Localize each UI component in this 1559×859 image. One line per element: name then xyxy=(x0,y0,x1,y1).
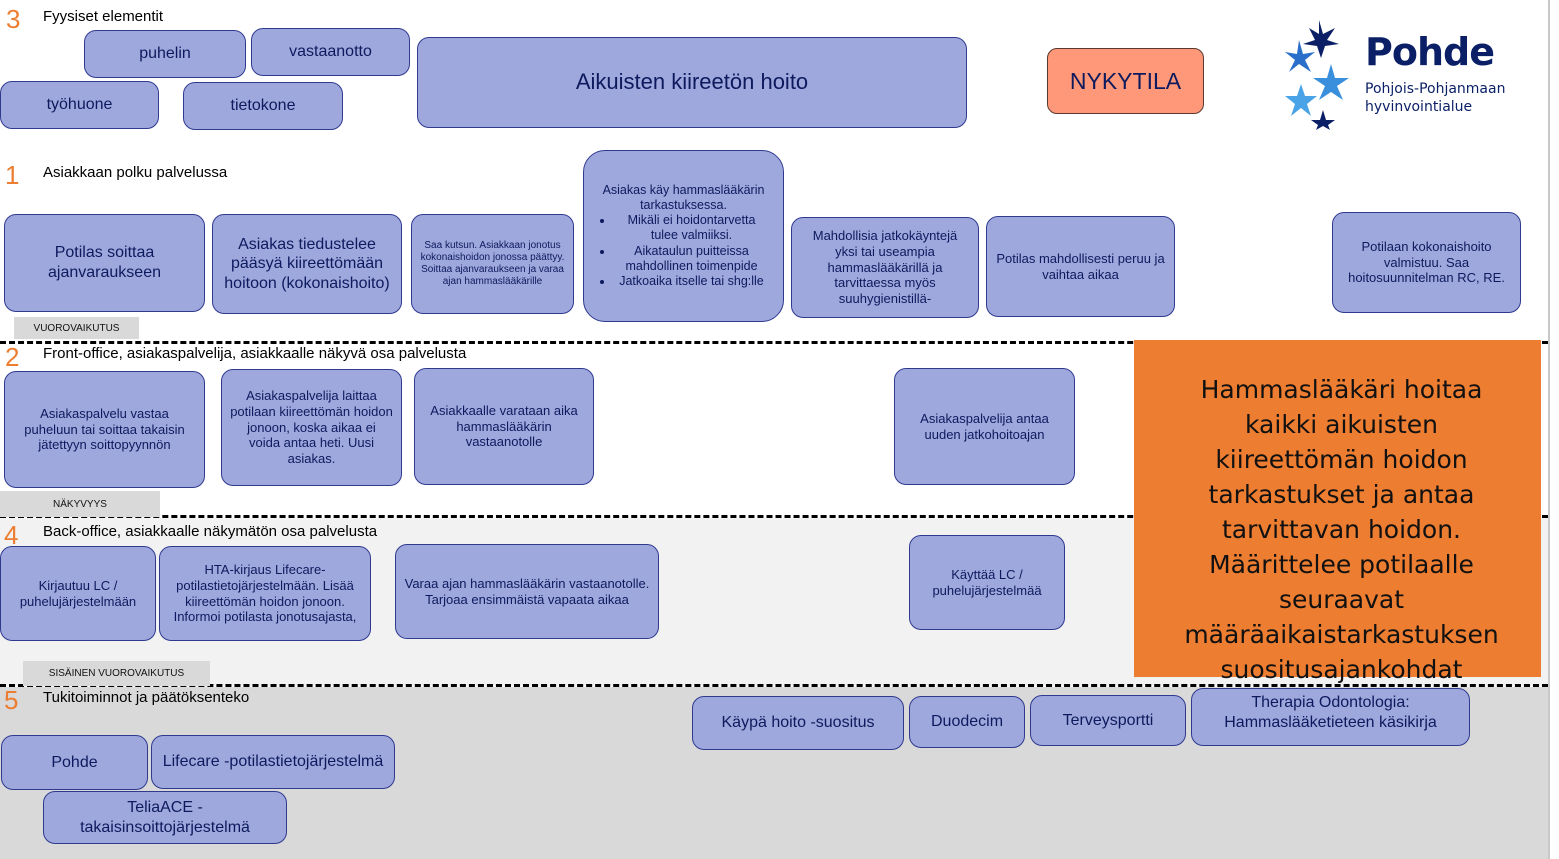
path-step-cancel: Potilas mahdollisesti peruu ja vaihtaa a… xyxy=(986,216,1175,317)
support-lifecare: Lifecare -potilastietojärjestelmä xyxy=(151,735,395,789)
back-office-record: HTA-kirjaus Lifecare-potilastietojärjest… xyxy=(159,546,371,641)
lane-title-customer-path: Asiakkaan polku palvelussa xyxy=(43,164,228,181)
path-step-followups: Mahdollisia jatkokäyntejä yksi tai useam… xyxy=(791,217,979,318)
checkup-bullets: Mikäli ei hoidontarvetta tulee valmiiksi… xyxy=(598,213,769,289)
front-office-queue: Asiakaspalvelija laittaa potilaan kiiree… xyxy=(221,369,402,486)
support-terveysportti: Terveysportti xyxy=(1030,695,1186,746)
lane-title-physical: Fyysiset elementit xyxy=(43,8,164,25)
checkup-bullet: Mikäli ei hoidontarvetta tulee valmiiksi… xyxy=(614,213,769,244)
checkup-bullet: Aikataulun puitteissa mahdollinen toimen… xyxy=(614,244,769,275)
pohde-logo: Pohde Pohjois-Pohjanmaan hyvinvointialue xyxy=(1285,18,1535,130)
back-office-system: Käyttää LC / puhelujärjestelmää xyxy=(909,535,1065,630)
back-office-book: Varaa ajan hammaslääkärin vastaanotolle.… xyxy=(395,544,659,639)
lane-number: 4 xyxy=(4,520,19,550)
lane-title-support: Tukitoiminnot ja päätöksenteko xyxy=(43,689,250,706)
path-step-checkup: Asiakas käy hammaslääkärin tarkastuksess… xyxy=(583,150,784,322)
lane-separator xyxy=(0,341,1548,344)
checkup-heading: Asiakas käy hammaslääkärin tarkastuksess… xyxy=(602,182,765,212)
lane-title-back-office: Back-office, asiakkaalle näkymätön osa p… xyxy=(43,523,378,540)
logo-name: Pohde xyxy=(1365,30,1495,74)
path-step-call: Potilas soittaa ajanvaraukseen xyxy=(4,214,205,312)
physical-computer: tietokone xyxy=(183,82,343,130)
support-kaypa-hoito: Käypä hoito -suositus xyxy=(692,696,904,750)
support-pohde: Pohde xyxy=(1,735,148,790)
lane-number: 2 xyxy=(5,342,20,372)
back-office-login: Kirjautuu LC / puhelujärjestelmään xyxy=(0,546,156,641)
front-office-answer: Asiakaspalvelu vastaa puheluun tai soitt… xyxy=(4,371,205,488)
front-office-followup: Asiakaspalvelija antaa uuden jatkohoitoa… xyxy=(894,368,1075,485)
support-teliaace: TeliaACE -takaisinsoittojärjestelmä xyxy=(43,791,287,844)
path-step-complete: Potilaan kokonaishoito valmistuu. Saa ho… xyxy=(1332,212,1521,313)
interaction-tag: VUOROVAIKUTUS xyxy=(14,317,139,339)
lane-number: 5 xyxy=(4,685,19,715)
physical-reception: vastaanotto xyxy=(251,28,410,76)
path-step-invitation: Saa kutsun. Asiakkaan jonotus kokonaisho… xyxy=(411,214,574,314)
logo-sub-line: Pohjois-Pohjanmaan xyxy=(1365,81,1506,97)
nykytila-label: NYKYTILA xyxy=(1047,48,1204,114)
physical-phone: puhelin xyxy=(84,30,246,78)
checkup-bullet: Jatkoaika itselle tai shg:lle xyxy=(614,274,769,289)
support-duodecim: Duodecim xyxy=(909,696,1025,748)
support-therapia: Therapia Odontologia: Hammaslääketieteen… xyxy=(1191,688,1470,746)
front-office-book: Asiakkaalle varataan aika hammaslääkärin… xyxy=(414,368,594,485)
lane-title-front-office: Front-office, asiakaspalvelija, asiakkaa… xyxy=(43,345,467,362)
path-step-inquire: Asiakas tiedustelee pääsyä kiireettömään… xyxy=(212,214,402,314)
pohde-star-icon xyxy=(1285,20,1349,130)
lane-number: 3 xyxy=(6,4,21,34)
lane-separator xyxy=(0,515,1548,518)
lane-separator xyxy=(0,684,1548,687)
internal-interaction-tag: SISÄINEN VUOROVAIKUTUS xyxy=(23,661,210,686)
slide-edge xyxy=(1548,0,1559,859)
physical-office: työhuone xyxy=(0,81,159,129)
logo-subtitle: Pohjois-Pohjanmaan hyvinvointialue xyxy=(1365,80,1505,116)
visibility-tag: NÄKYVYYS xyxy=(0,491,160,517)
dentist-callout: Hammaslääkäri hoitaa kaikki aikuisten ki… xyxy=(1134,340,1541,684)
main-title: Aikuisten kiireetön hoito xyxy=(417,37,967,128)
lane-number: 1 xyxy=(5,160,20,190)
logo-sub-line: hyvinvointialue xyxy=(1365,99,1473,115)
